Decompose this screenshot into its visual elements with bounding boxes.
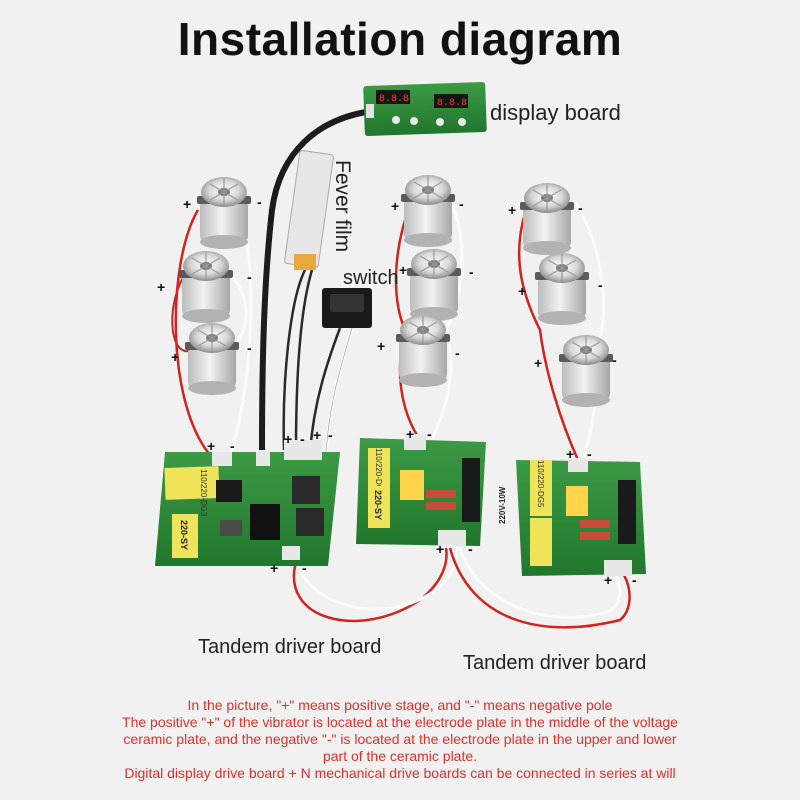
board2-cap-label: 220-SY bbox=[373, 490, 383, 520]
fever-film-label: Fever film bbox=[331, 160, 354, 253]
tandem-driver-board-label-2: Tandem driver board bbox=[463, 652, 647, 674]
note-line-2: The positive "+" of the vibrator is loca… bbox=[122, 714, 678, 730]
display-board-label: display board bbox=[490, 100, 621, 125]
minus-sign: - bbox=[300, 431, 305, 447]
page-title: Installation diagram bbox=[177, 13, 623, 65]
plus-sign: + bbox=[518, 283, 527, 299]
minus-sign: - bbox=[302, 560, 307, 576]
minus-sign: - bbox=[469, 264, 474, 280]
minus-sign: - bbox=[587, 446, 592, 462]
driver-board-2: 110/220-DG5 220-SY bbox=[356, 434, 486, 546]
note-line-3: ceramic plate, and the negative "-" is l… bbox=[123, 731, 677, 747]
minus-sign: - bbox=[459, 196, 464, 212]
minus-sign: - bbox=[578, 200, 583, 216]
minus-sign: - bbox=[632, 572, 637, 588]
driver-board-1: 110/220-DG3 220-SY bbox=[155, 440, 340, 566]
plus-sign: + bbox=[566, 446, 575, 462]
plus-sign: + bbox=[207, 438, 216, 454]
plus-sign: + bbox=[534, 355, 543, 371]
display-board-pcb: 8.8.8 8.8.8 bbox=[363, 81, 487, 137]
plus-sign: + bbox=[284, 431, 293, 447]
svg-text:8.8.8: 8.8.8 bbox=[379, 94, 409, 105]
driver-board-3: 110/220-DG5 220V-10W bbox=[498, 458, 646, 576]
board1-cap-label: 220-SY bbox=[179, 520, 189, 550]
note-line-4: part of the ceramic plate. bbox=[322, 748, 478, 764]
note-line-5: Digital display drive board + N mechanic… bbox=[124, 765, 676, 781]
switch-label: switch bbox=[343, 267, 399, 289]
minus-sign: - bbox=[247, 340, 252, 356]
plus-sign: + bbox=[377, 338, 386, 354]
minus-sign: - bbox=[247, 269, 252, 285]
svg-text:8.8.8: 8.8.8 bbox=[437, 98, 467, 109]
note-line-1: In the picture, "+" means positive stage… bbox=[187, 697, 613, 713]
board3-cap-label: 220V-10W bbox=[498, 486, 507, 524]
minus-sign: - bbox=[612, 352, 617, 368]
plus-sign: + bbox=[270, 560, 279, 576]
minus-sign: - bbox=[598, 277, 603, 293]
plus-sign: + bbox=[183, 196, 192, 212]
plus-sign: + bbox=[171, 349, 180, 365]
minus-sign: - bbox=[455, 345, 460, 361]
board3-transformer-label: 110/220-DG5 bbox=[536, 460, 545, 508]
plus-sign: + bbox=[604, 572, 613, 588]
plus-sign: + bbox=[399, 262, 408, 278]
tandem-driver-board-label-1: Tandem driver board bbox=[198, 636, 382, 658]
minus-sign: - bbox=[230, 438, 235, 454]
plus-sign: + bbox=[391, 198, 400, 214]
minus-sign: - bbox=[328, 427, 333, 443]
plus-sign: + bbox=[436, 541, 445, 557]
board1-transformer-label: 110/220-DG3 bbox=[199, 469, 208, 517]
plus-sign: + bbox=[313, 427, 322, 443]
plus-sign: + bbox=[508, 202, 517, 218]
minus-sign: - bbox=[468, 541, 473, 557]
board2-transformer-label: 110/220-DG5 bbox=[374, 448, 383, 496]
plus-sign: + bbox=[157, 279, 166, 295]
plus-sign: + bbox=[406, 426, 415, 442]
minus-sign: - bbox=[427, 426, 432, 442]
minus-sign: - bbox=[257, 194, 262, 210]
